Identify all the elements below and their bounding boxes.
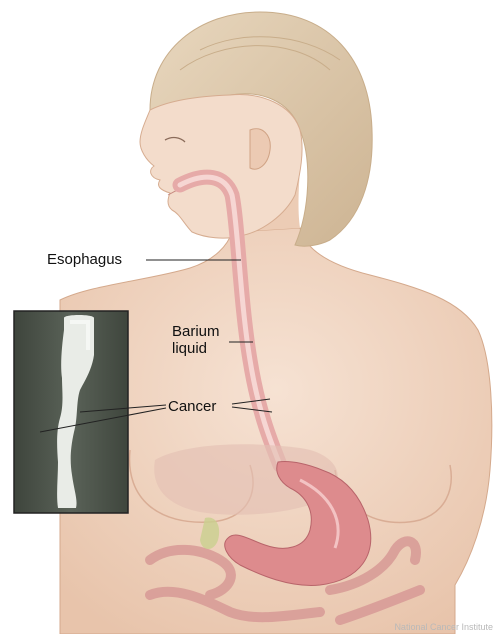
esophagus-label: Esophagus: [47, 251, 122, 268]
image-credit: National Cancer Institute: [394, 622, 493, 632]
barium-liquid-label-line1: Barium: [172, 323, 220, 340]
face: [140, 95, 302, 239]
xray-inset: [14, 311, 128, 513]
cancer-label: Cancer: [168, 398, 216, 415]
barium-liquid-label-line2: liquid: [172, 340, 207, 357]
